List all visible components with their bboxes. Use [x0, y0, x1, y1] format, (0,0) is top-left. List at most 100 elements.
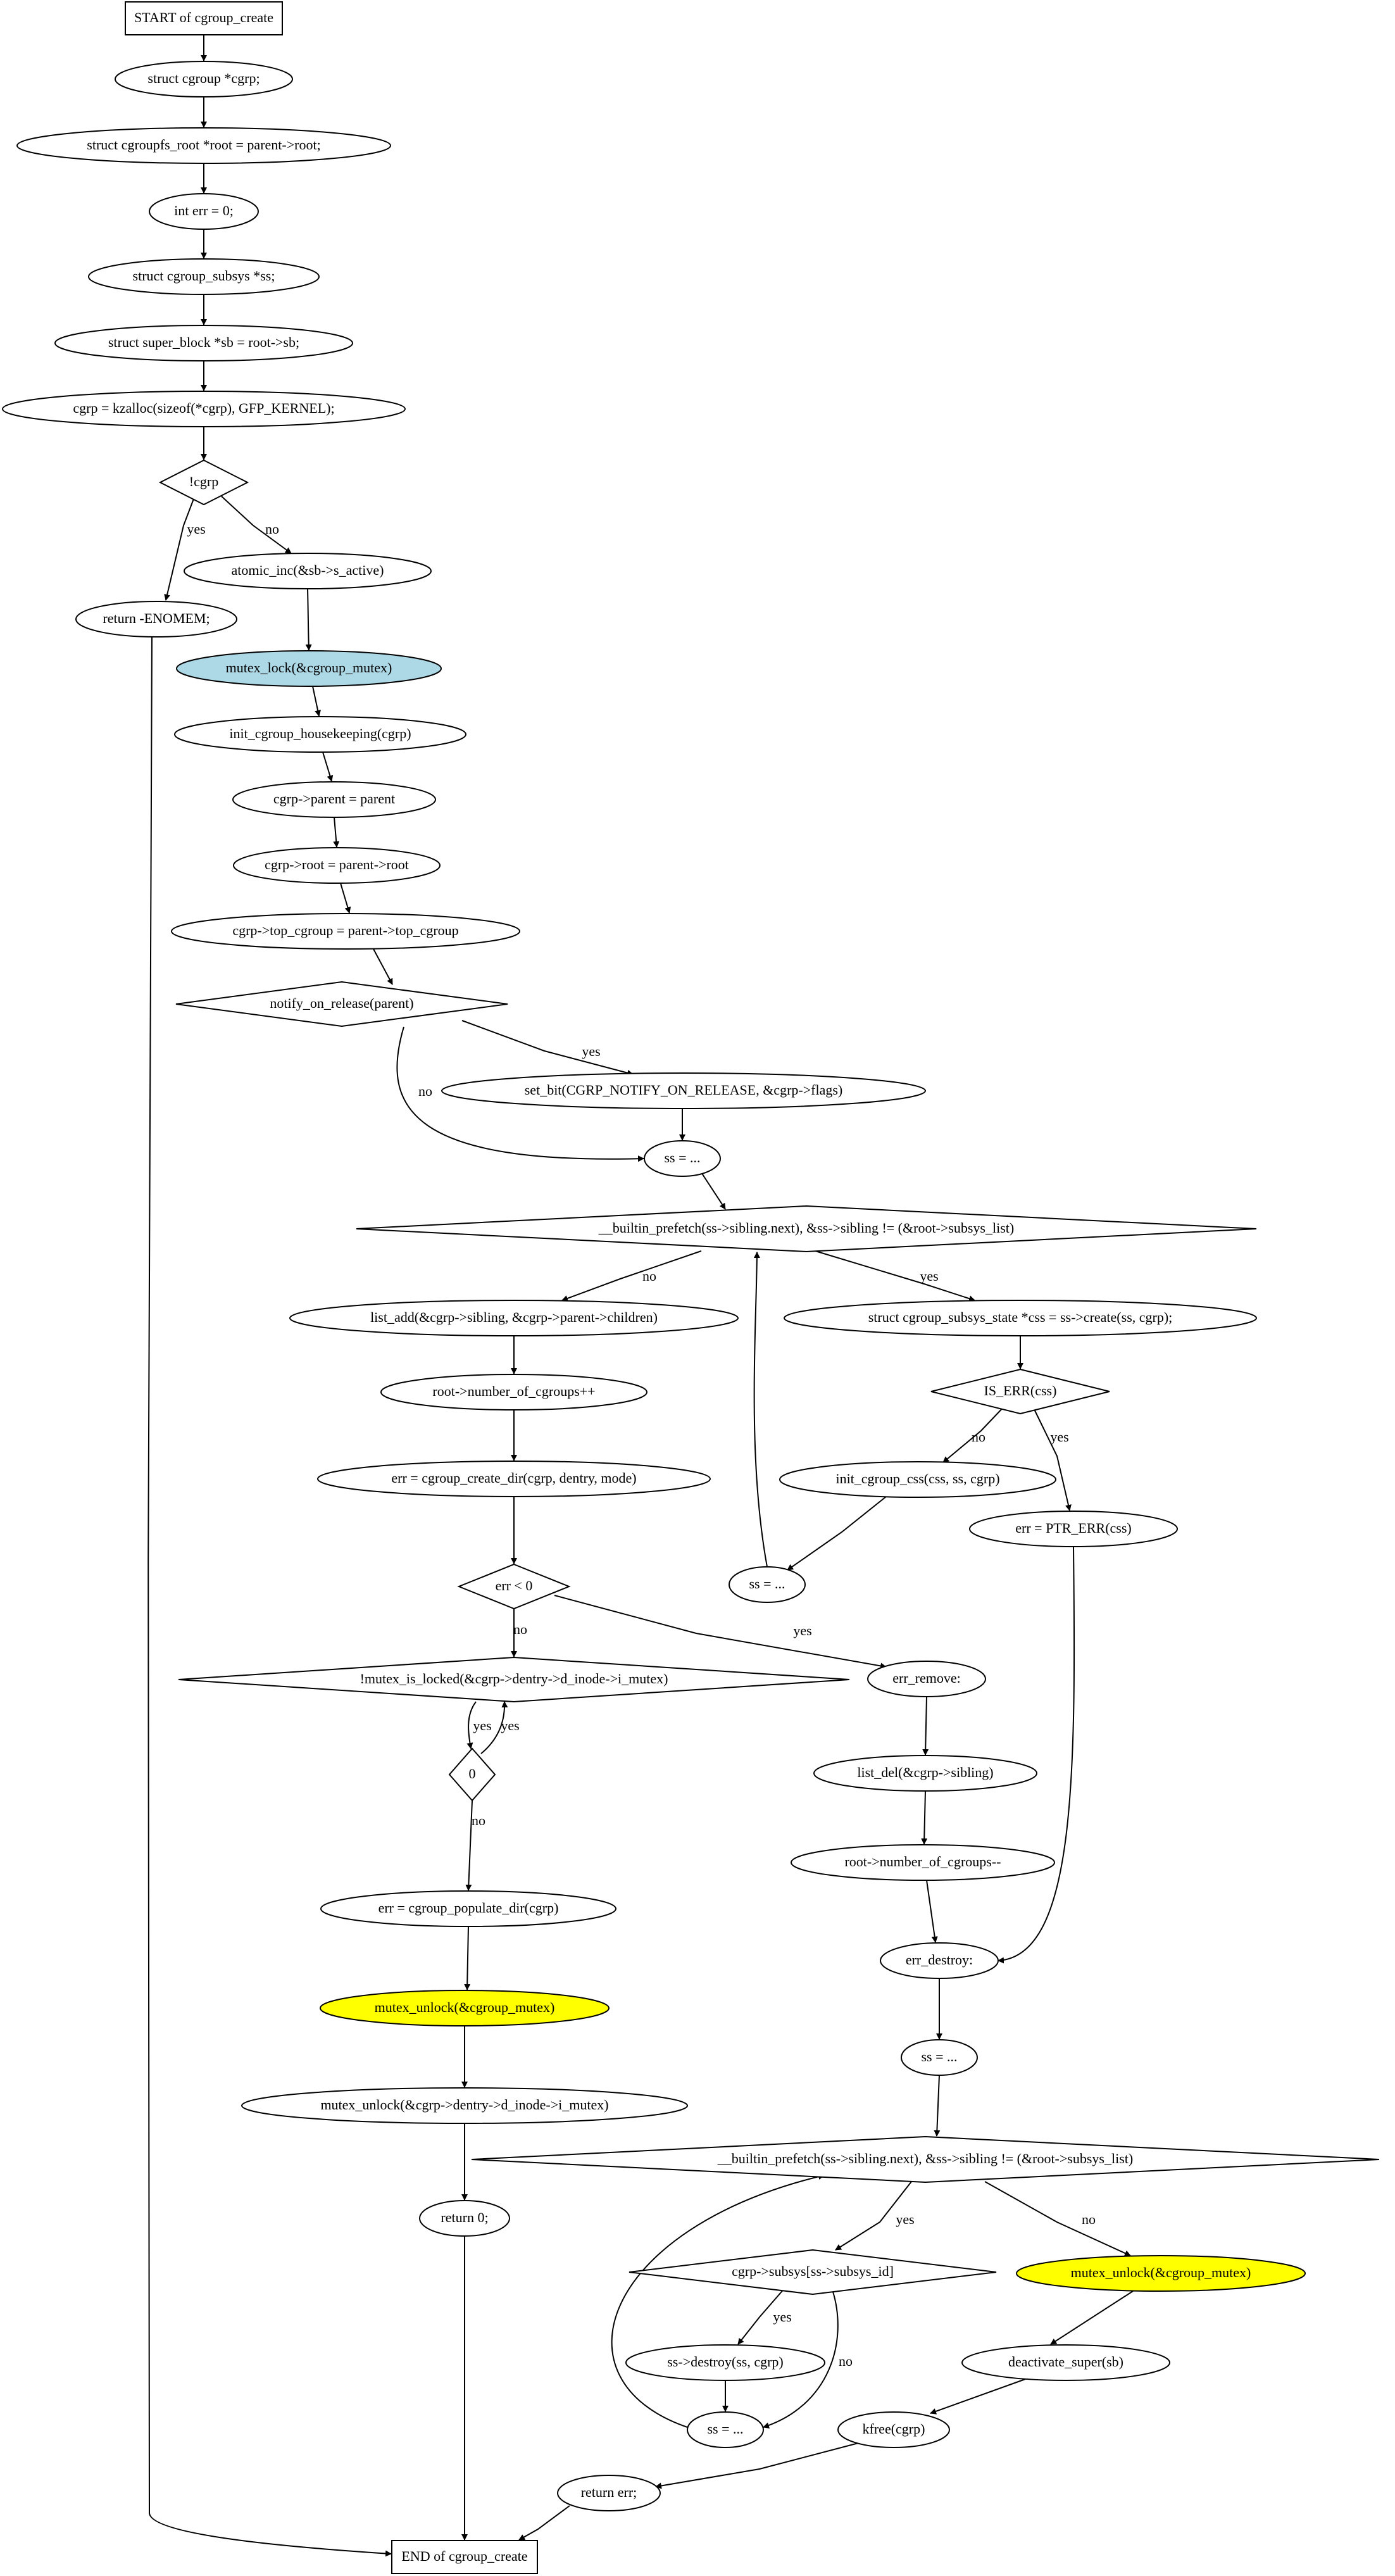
edge-d1-to-n7: no [221, 496, 292, 554]
node-n24: mutex_unlock(&cgrp->dentry->d_inode->i_m… [241, 2087, 688, 2124]
edge-line [465, 1800, 473, 1891]
node-n14: struct cgroup_subsys_state *css = ss->cr… [784, 1300, 1257, 1336]
node-shape [54, 325, 353, 361]
edge-ss4-to-d8 [611, 2173, 825, 2428]
edge-n8-to-n9 [322, 751, 334, 782]
edge-line [930, 2378, 1026, 2415]
node-shape [149, 193, 259, 230]
node-label: ss = ... [664, 1150, 700, 1165]
node-shape [391, 2540, 538, 2574]
node-shape [457, 1563, 571, 1610]
node-label: START of cgroup_create [134, 9, 273, 25]
edge-n18-to-n23 [998, 1546, 1075, 1964]
node-n22: err = cgroup_populate_dir(cgrp) [320, 1890, 616, 1927]
node-unlock1: mutex_unlock(&cgroup_mutex) [320, 1990, 610, 2026]
node-label: cgrp->parent = parent [273, 791, 395, 807]
node-label: cgrp->top_cgroup = parent->top_cgroup [232, 922, 458, 938]
edge-label: yes [501, 1718, 519, 1733]
node-shape [184, 553, 432, 589]
edge-line [340, 883, 351, 914]
node-n1: struct cgroup *cgrp; [115, 61, 293, 97]
node-ret0: return 0; [419, 2200, 510, 2237]
edge-label: yes [582, 1043, 600, 1059]
node-shape [175, 981, 508, 1027]
node-label: err_remove: [892, 1670, 961, 1686]
node-label: list_add(&cgrp->sibling, &cgrp->parent->… [370, 1309, 658, 1325]
node-label: set_bit(CGRP_NOTIFY_ON_RELEASE, &cgrp->f… [525, 1082, 842, 1098]
node-shape [729, 1566, 806, 1603]
node-label: err_destroy: [906, 1952, 973, 1968]
edge-n7-to-lock [305, 588, 312, 651]
edge-line [1032, 1406, 1072, 1511]
edge-label: no [472, 1813, 485, 1828]
edge-line [611, 2173, 825, 2428]
node-n27: kfree(cgrp) [837, 2411, 950, 2448]
edge-line [942, 1405, 1006, 1463]
node-ret_enomem: return -ENOMEM; [75, 601, 237, 638]
node-shape [176, 650, 442, 687]
edge-label: no [972, 1429, 985, 1445]
node-label: list_del(&cgrp->sibling) [857, 1764, 993, 1780]
edge-ss1-to-d3 [701, 1172, 726, 1210]
node-n9: cgrp->parent = parent [232, 781, 436, 818]
edge-line [461, 1020, 634, 1076]
node-label: cgrp->root = parent->root [265, 857, 409, 872]
node-label: struct cgroupfs_root *root = parent->roo… [87, 137, 320, 153]
edge-d4-to-n18: yes [1032, 1406, 1072, 1511]
node-shape [356, 1205, 1257, 1253]
edge-line [221, 496, 292, 554]
node-label: struct super_block *sb = root->sb; [108, 334, 299, 350]
node-d7: 0 [448, 1747, 496, 1802]
edge-d4-to-n17: no [942, 1405, 1006, 1463]
edge-reterr-to-end [518, 2505, 570, 2541]
node-shape [1016, 2255, 1306, 2292]
node-shape [779, 1461, 1056, 1498]
node-shape [171, 913, 520, 950]
edge-line [934, 2075, 941, 2137]
node-n21: root->number_of_cgroups-- [791, 1844, 1055, 1881]
node-label: END of cgroup_create [401, 2548, 527, 2564]
node-shape [2, 391, 406, 427]
node-n8: init_cgroup_housekeeping(cgrp) [174, 716, 466, 753]
edge-label: yes [187, 521, 205, 537]
node-shape [441, 1072, 926, 1109]
node-shape [813, 1755, 1037, 1792]
node-shape [867, 1661, 986, 1697]
edge-n21-to-n23 [926, 1880, 938, 1943]
edge-label: yes [896, 2211, 914, 2227]
node-shape [241, 2087, 688, 2124]
node-shape [232, 781, 436, 818]
node-label: init_cgroup_css(css, ss, cgrp) [835, 1471, 999, 1486]
edge-n20-to-n21 [921, 1790, 928, 1845]
edge-line [984, 2181, 1131, 2256]
node-n10: cgrp->root = parent->root [233, 847, 441, 884]
node-label: ss = ... [707, 2421, 743, 2437]
node-label: root->number_of_cgroups++ [432, 1383, 595, 1399]
edge-line [701, 1172, 726, 1210]
node-label: struct cgroup_subsys *ss; [133, 268, 275, 284]
edge-n27-to-reterr [655, 2442, 861, 2489]
node-d5: err < 0 [457, 1563, 571, 1610]
node-shape [320, 1990, 610, 2026]
node-label: mutex_unlock(&cgroup_mutex) [375, 1999, 555, 2015]
node-d2: notify_on_release(parent) [175, 981, 508, 1027]
node-n3: int err = 0; [149, 193, 259, 230]
node-label: IS_ERR(css) [984, 1383, 1057, 1398]
node-n7: atomic_inc(&sb->s_active) [184, 553, 432, 589]
node-shape [791, 1844, 1055, 1881]
node-label: init_cgroup_housekeeping(cgrp) [229, 726, 411, 741]
node-n4: struct cgroup_subsys *ss; [88, 258, 320, 295]
node-label: mutex_unlock(&cgroup_mutex) [1071, 2265, 1251, 2280]
edge-d5-to-n19: yes [554, 1595, 887, 1669]
node-n18: err = PTR_ERR(css) [969, 1511, 1178, 1547]
node-n19: err_remove: [867, 1661, 986, 1697]
edge-line [998, 1546, 1075, 1964]
node-n25: ss->destroy(ss, cgrp) [625, 2344, 825, 2381]
edge-line [753, 1252, 768, 1568]
node-shape [178, 1656, 850, 1703]
node-end: END of cgroup_create [391, 2540, 538, 2574]
edge-d6-to-d7: yes [466, 1701, 492, 1749]
node-label: notify_on_release(parent) [270, 995, 413, 1011]
node-label: cgrp->subsys[ss->subsys_id] [732, 2263, 894, 2279]
